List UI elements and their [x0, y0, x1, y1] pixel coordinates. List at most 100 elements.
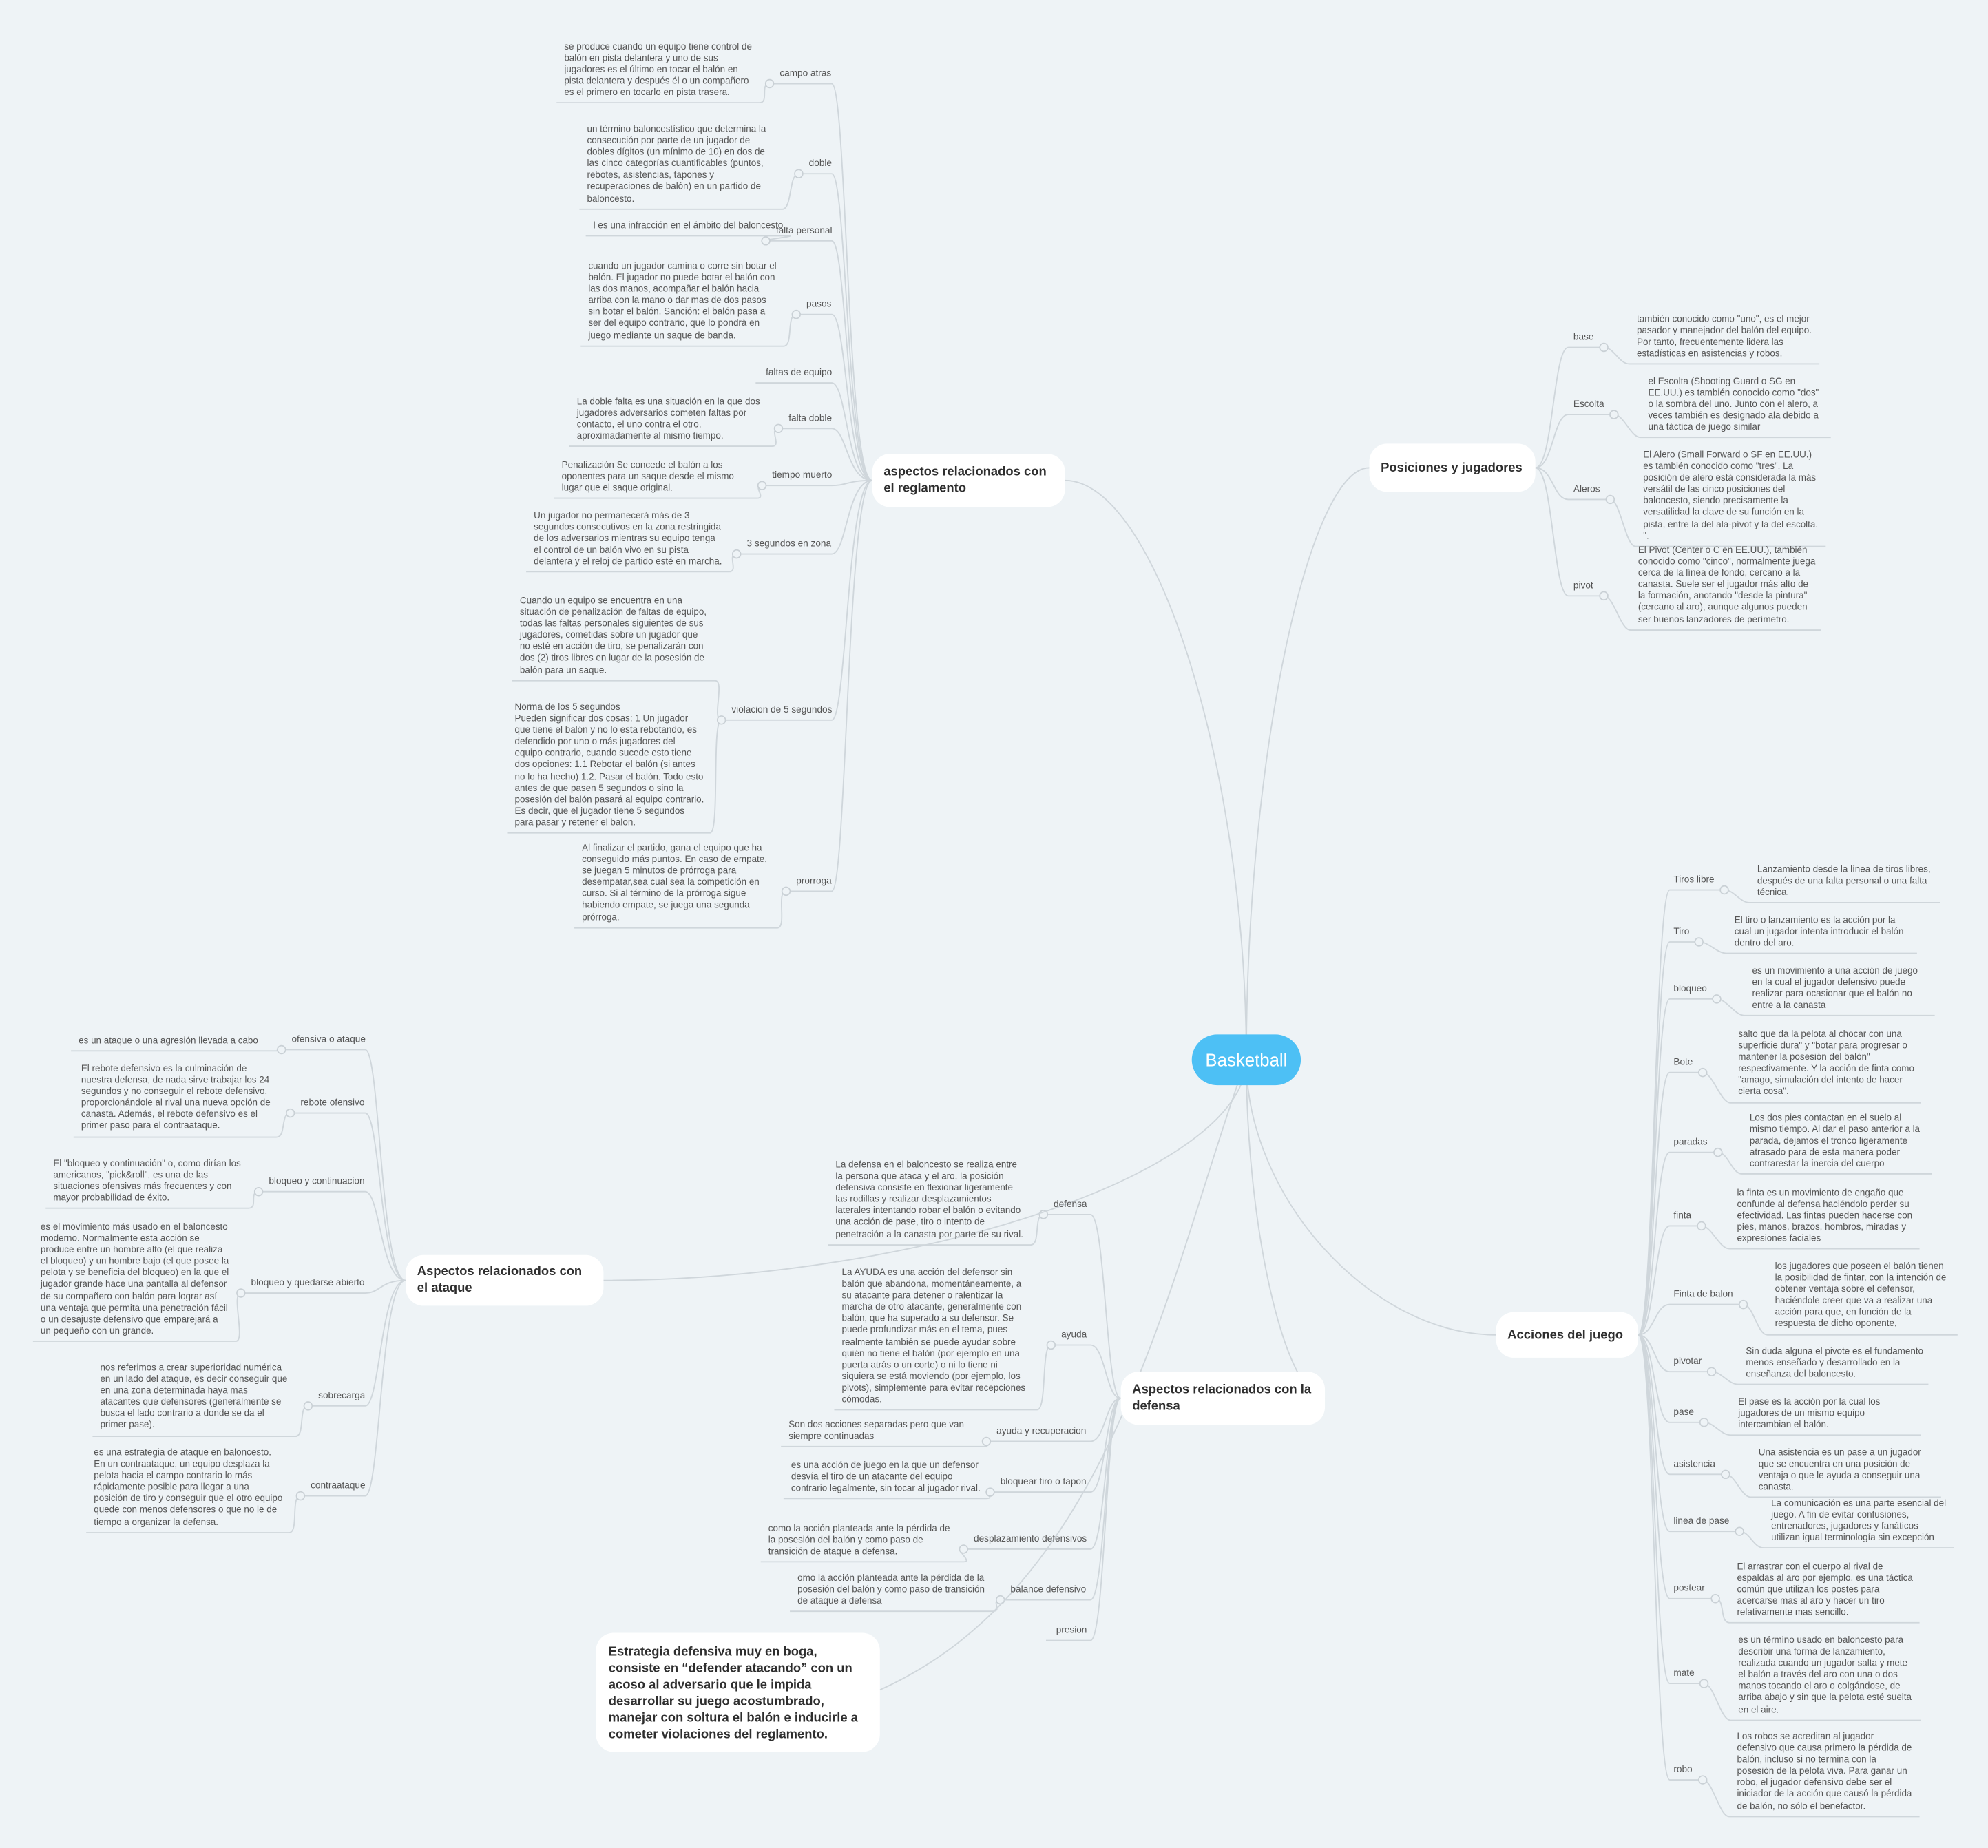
subtopic-label[interactable]: ofensiva o ataque — [291, 1033, 366, 1045]
subtopic-label[interactable]: tiempo muerto — [772, 469, 833, 481]
main-topic-0[interactable]: aspectos relacionados con el reglamento — [872, 454, 1065, 507]
subtopic-label[interactable]: Bote — [1673, 1056, 1693, 1068]
subtopic-description: el Escolta (Shooting Guard o SG en EE.UU… — [1648, 375, 1819, 433]
subtopic-label[interactable]: Escolta — [1573, 398, 1604, 410]
subtopic-label[interactable]: postear — [1673, 1582, 1705, 1594]
subtopic-label[interactable]: Tiro — [1673, 925, 1690, 937]
collapse-node-handle[interactable] — [1599, 342, 1609, 353]
subtopic-label[interactable]: violacion de 5 segundos — [731, 703, 833, 715]
subtopic-description: Una asistencia es un pase a un jugador q… — [1758, 1446, 1921, 1493]
subtopic-label[interactable]: finta — [1673, 1209, 1692, 1221]
subtopic-label[interactable]: ayuda y recuperacion — [996, 1425, 1087, 1437]
subtopic-description: l es una infracción en el ámbito del bal… — [593, 219, 784, 231]
collapse-node-handle[interactable] — [761, 236, 771, 246]
collapse-node-handle[interactable] — [1738, 1299, 1748, 1310]
collapse-node-handle[interactable] — [732, 549, 742, 559]
collapse-node-handle[interactable] — [781, 886, 791, 896]
subtopic-label[interactable]: presion — [1056, 1624, 1087, 1636]
subtopic-label[interactable]: ayuda — [1061, 1328, 1087, 1341]
subtopic-label[interactable]: sobrecarga — [318, 1389, 366, 1401]
collapse-node-handle[interactable] — [277, 1044, 286, 1055]
subtopic-label[interactable]: rebote ofensivo — [300, 1096, 365, 1109]
subtopic-label[interactable]: bloqueo y quedarse abierto — [251, 1277, 365, 1288]
collapse-node-handle[interactable] — [716, 715, 726, 725]
subtopic-label[interactable]: Finta de balon — [1673, 1288, 1733, 1300]
subtopic-label[interactable]: defensa — [1054, 1197, 1087, 1210]
subtopic-description: El "bloqueo y continuación" o, como dirí… — [53, 1157, 241, 1204]
subtopic-label[interactable]: falta doble — [788, 412, 833, 423]
central-topic[interactable]: Basketball — [1191, 1034, 1301, 1086]
main-topic-3[interactable]: Aspectos relacionados con la defensa — [1120, 1372, 1326, 1425]
connector — [1051, 1344, 1121, 1399]
collapse-node-handle[interactable] — [985, 1487, 995, 1497]
subtopic-label[interactable]: paradas — [1673, 1135, 1708, 1148]
subtopic-description: Norma de los 5 segundos Pueden significa… — [514, 701, 704, 828]
subtopic-label[interactable]: faltas de equipo — [766, 366, 833, 378]
subtopic-label[interactable]: pase — [1673, 1405, 1694, 1418]
collapse-node-handle[interactable] — [773, 423, 784, 434]
subtopic-label[interactable]: bloqueo — [1673, 982, 1707, 994]
collapse-node-handle[interactable] — [1699, 1679, 1709, 1688]
collapse-node-handle[interactable] — [253, 1187, 264, 1197]
collapse-node-handle[interactable] — [764, 78, 775, 89]
subtopic-label[interactable]: 3 segundos en zona — [746, 537, 832, 549]
subtopic-description: nos referimos a crear superioridad numér… — [100, 1361, 288, 1431]
subtopic-label[interactable]: desplazamiento defensivos — [974, 1533, 1087, 1544]
main-topic-1[interactable]: Posiciones y jugadores — [1369, 443, 1536, 492]
collapse-node-handle[interactable] — [1698, 1067, 1708, 1078]
collapse-node-handle[interactable] — [285, 1108, 295, 1118]
collapse-node-handle[interactable] — [959, 1544, 969, 1554]
collapse-node-handle[interactable] — [794, 169, 804, 178]
collapse-node-handle[interactable] — [1713, 1147, 1723, 1157]
floating-topic-presion-strategy[interactable]: Estrategia defensiva muy en boga, consis… — [596, 1632, 880, 1752]
collapse-node-handle[interactable] — [295, 1491, 306, 1501]
collapse-node-handle[interactable] — [1706, 1367, 1717, 1376]
collapse-node-handle[interactable] — [995, 1595, 1005, 1605]
collapse-node-handle[interactable] — [236, 1288, 246, 1298]
collapse-node-handle[interactable] — [1599, 591, 1609, 601]
subtopic-label[interactable]: linea de pase — [1673, 1515, 1730, 1526]
subtopic-label[interactable]: pasos — [806, 297, 832, 310]
collapse-node-handle[interactable] — [1698, 1775, 1708, 1785]
collapse-node-handle[interactable] — [757, 481, 767, 490]
main-topic-4[interactable]: Aspectos relacionados con el ataque — [406, 1254, 604, 1306]
connector — [1535, 414, 1614, 469]
collapse-node-handle[interactable] — [1609, 410, 1619, 419]
subtopic-label[interactable]: pivotar — [1673, 1355, 1702, 1367]
subtopic-label[interactable]: mate — [1673, 1667, 1695, 1679]
connector — [736, 479, 872, 555]
subtopic-label[interactable]: Tiros libre — [1673, 873, 1715, 885]
subtopic-label[interactable]: bloqueo y continuacion — [269, 1175, 365, 1187]
central-connector — [1245, 1060, 1326, 1399]
subtopic-label[interactable]: contraataque — [311, 1479, 366, 1491]
main-topic-2[interactable]: Acciones del juego — [1496, 1312, 1638, 1358]
collapse-node-handle[interactable] — [791, 309, 801, 319]
subtopic-label[interactable]: Aleros — [1573, 483, 1600, 495]
subtopic-label[interactable]: pivot — [1573, 579, 1593, 591]
collapse-node-handle[interactable] — [1721, 1469, 1730, 1480]
collapse-node-handle[interactable] — [1712, 994, 1722, 1004]
subtopic-label[interactable]: bloquear tiro o tapon — [1000, 1476, 1087, 1487]
subtopic-label[interactable]: balance defensivo — [1010, 1583, 1087, 1595]
subtopic-label[interactable]: robo — [1673, 1763, 1693, 1775]
subtopic-description: Los dos pies contactan en el suelo al mi… — [1749, 1111, 1921, 1170]
connector — [1638, 1334, 1726, 1476]
collapse-node-handle[interactable] — [1605, 494, 1615, 505]
collapse-node-handle[interactable] — [1694, 937, 1704, 947]
subtopic-label[interactable]: doble — [808, 157, 832, 169]
collapse-node-handle[interactable] — [1719, 885, 1729, 895]
collapse-node-handle[interactable] — [1699, 1418, 1709, 1427]
subtopic-label[interactable]: asistencia — [1673, 1458, 1715, 1469]
subtopic-label[interactable]: falta personal — [775, 224, 833, 236]
collapse-node-handle[interactable] — [303, 1401, 313, 1411]
subtopic-label[interactable]: campo atras — [779, 67, 832, 79]
collapse-node-handle[interactable] — [1710, 1594, 1720, 1604]
collapse-node-handle[interactable] — [1735, 1526, 1744, 1536]
collapse-node-handle[interactable] — [1697, 1221, 1706, 1231]
subtopic-label[interactable]: base — [1573, 330, 1594, 343]
collapse-node-handle[interactable] — [981, 1436, 992, 1447]
collapse-node-handle[interactable] — [1046, 1340, 1056, 1350]
subtopic-description: se produce cuando un equipo tiene contro… — [564, 40, 752, 98]
connector — [781, 1440, 988, 1447]
subtopic-label[interactable]: prorroga — [796, 874, 832, 886]
